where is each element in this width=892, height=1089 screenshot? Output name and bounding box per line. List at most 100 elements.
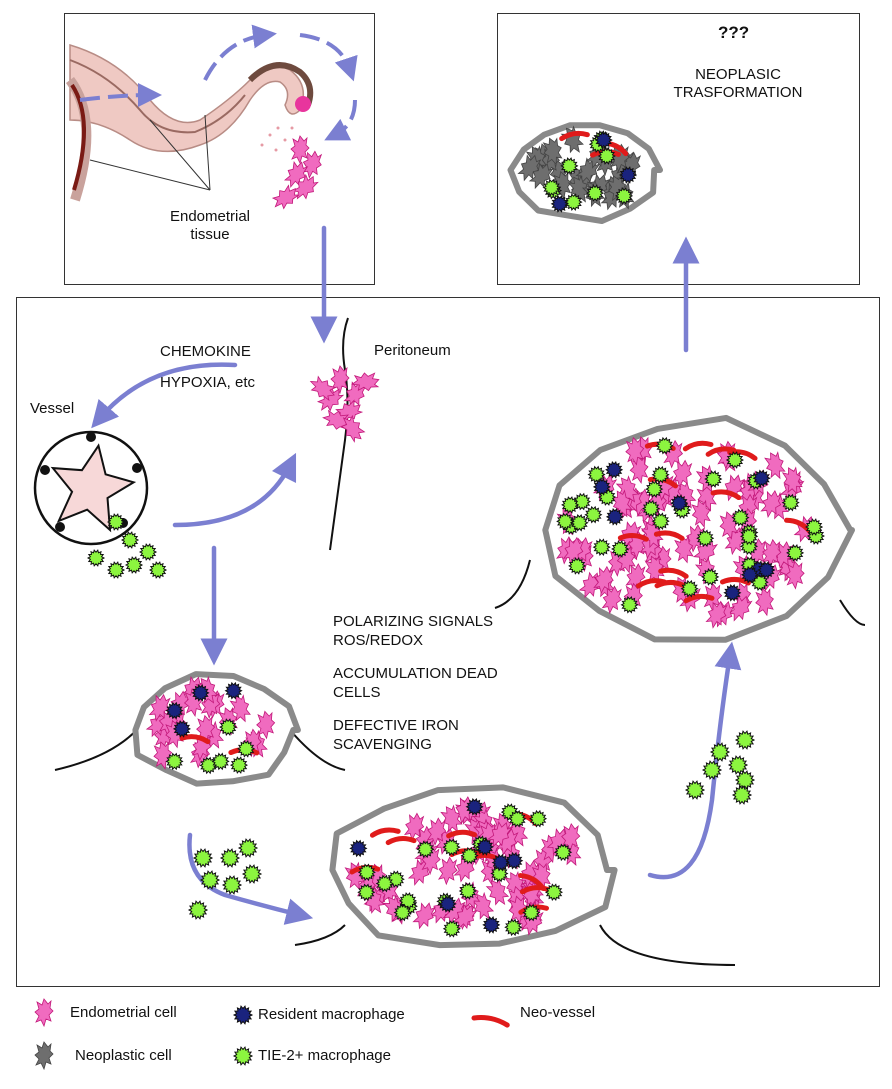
vessel-label: Vessel [30, 400, 75, 417]
tie2-macrophage [651, 465, 670, 484]
endometrial-cell [640, 520, 664, 549]
signal-cells: CELLS [333, 684, 381, 701]
tie2-macrophage [645, 480, 664, 498]
tie2-macrophage [124, 556, 144, 574]
endometrial-cell [691, 499, 711, 528]
tie2-macrophage [781, 493, 800, 512]
tie2-macrophage [393, 903, 412, 922]
tie2-macrophage [86, 549, 106, 567]
chemokine-label: CHEMOKINE [160, 343, 251, 360]
signal-defective-iron: DEFECTIVE IRON [333, 717, 459, 734]
tie2-macrophage [554, 843, 573, 862]
resident-macrophage [550, 195, 569, 213]
resident-macrophage [740, 565, 759, 584]
endometrial-cell [593, 565, 615, 595]
endometrial-cell [508, 895, 528, 925]
tie2-macrophage [740, 527, 759, 546]
tissue-surface-line [494, 559, 866, 626]
resident-macrophage [224, 681, 243, 700]
lesion-neoplastic [507, 122, 663, 224]
tie2-macrophage [614, 187, 634, 205]
lesion-early [54, 671, 346, 787]
tie2-macrophage [734, 770, 756, 790]
tie2-macrophage [120, 531, 140, 549]
resident-macrophage [618, 166, 638, 184]
tie2-macrophage [592, 538, 611, 557]
endometrial-cell [271, 184, 300, 210]
neo-vessel [727, 449, 758, 461]
tie2-macrophage [611, 540, 630, 558]
neo-vessel [654, 579, 686, 589]
endometrial-cell [517, 154, 542, 182]
tie2-macrophage [229, 756, 249, 774]
endometrial-cell [625, 436, 645, 466]
tie2-macrophage [106, 561, 126, 579]
endometrial-cell [561, 822, 581, 852]
neo-vessel [683, 593, 715, 604]
tie2-macrophage [709, 742, 731, 762]
endometrial-cell [755, 587, 774, 617]
legend-resident-macrophage: Resident macrophage [258, 1006, 405, 1023]
endometrial-cell [487, 820, 513, 848]
neo-vessel [710, 489, 742, 501]
endometrial-cell [629, 455, 649, 484]
tie2-macrophage [725, 451, 744, 469]
endometrial-cell [426, 817, 447, 847]
endometrial-cell [705, 600, 728, 629]
hypoxia-label: HYPOXIA, etc [160, 374, 256, 391]
resident-macrophage [438, 895, 457, 913]
endometrial-cell [727, 594, 753, 622]
neo-vessel [653, 530, 685, 541]
endometrial-cell [721, 474, 746, 502]
peritoneum-line [329, 317, 349, 551]
resident-macrophage [165, 701, 184, 720]
tissue-surface-line [294, 924, 736, 966]
tie2-macrophage [192, 848, 214, 868]
tie2-macrophage [680, 579, 699, 598]
signals-list: POLARIZING SIGNALS ROS/REDOX ACCUMULATIO… [333, 612, 498, 754]
tie2-macrophage [148, 561, 168, 579]
tie2-macrophage [221, 875, 243, 895]
endometrial-cell [330, 365, 350, 395]
endometrial-cell [256, 710, 276, 740]
legend-symbols [34, 998, 510, 1071]
tie2-macrophage [597, 147, 616, 165]
endometrial-cell [412, 902, 436, 930]
legend-endometrial-cell-symbol [34, 998, 54, 1028]
endometrial-cell [542, 137, 563, 166]
endometrial-cell [764, 451, 786, 480]
endometrial-cell [148, 693, 171, 722]
tie2-macrophage [655, 436, 674, 455]
tie2-macrophage [727, 755, 749, 775]
tie2-macrophage [106, 513, 126, 531]
endometrial-cell [351, 372, 380, 392]
endometrial-cell [567, 174, 591, 203]
tie2-macrophage [731, 785, 753, 805]
endometrial-cell [785, 560, 805, 590]
tie2-macrophage [357, 863, 376, 882]
endometrial-cell [340, 414, 366, 443]
neo-vessel [559, 130, 590, 142]
neo-vessel [369, 827, 401, 838]
flow-arrows [91, 225, 742, 925]
tie2-macrophage [570, 513, 589, 532]
resident-macrophage [757, 561, 776, 579]
endometrial-cell [528, 162, 554, 190]
tie2-macrophage [585, 184, 605, 202]
resident-macrophage [482, 916, 501, 934]
resident-macrophage [191, 684, 210, 702]
endometrial-tissue-label: Endometrial tissue [155, 208, 265, 244]
tie2-macrophage [584, 505, 603, 524]
title-line2: TRASFORMATION [673, 84, 803, 101]
endometrial-cell [309, 375, 337, 402]
neo-vessel [519, 885, 551, 895]
tie2-macrophage [701, 568, 720, 586]
tie2-macrophage [241, 864, 263, 884]
tie2-macrophage [704, 470, 723, 488]
tie2-macrophage [684, 780, 706, 800]
tie2-macrophage [560, 157, 579, 175]
tie2-macrophage [701, 760, 723, 780]
endometrial-cell [153, 741, 173, 770]
resident-macrophage [475, 838, 494, 856]
endometrial-cell [760, 489, 782, 519]
